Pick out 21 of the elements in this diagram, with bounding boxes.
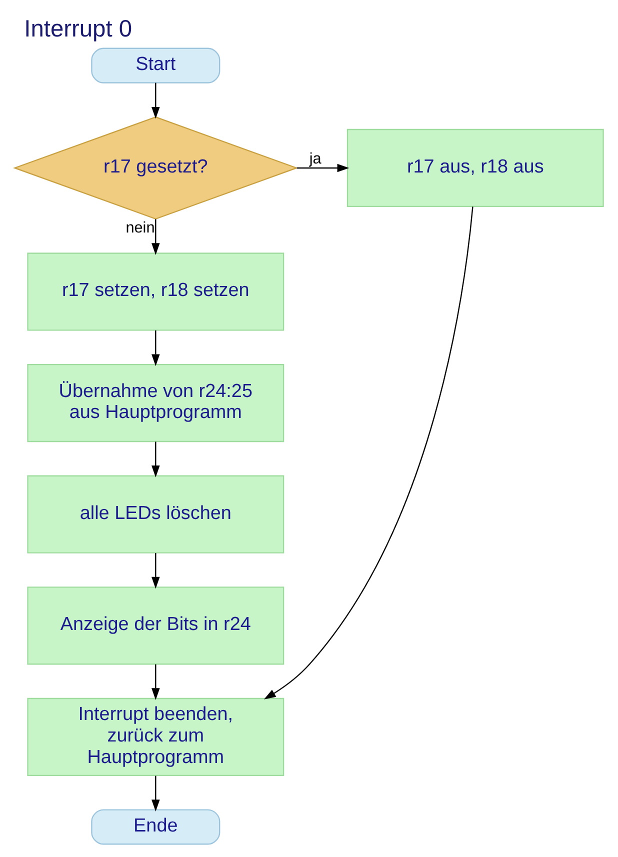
node-diamond: r17 gesetzt?: [13, 116, 298, 220]
diagram-title: Interrupt 0: [24, 16, 132, 43]
node-box: Start: [91, 48, 220, 84]
node-box: Ende: [91, 809, 220, 845]
node-box: alle LEDs löschen: [27, 475, 284, 554]
node-box: Übernahme von r24:25 aus Hauptprogramm: [27, 364, 284, 442]
node-box: Anzeige der Bits in r24: [27, 586, 284, 665]
arrow: [152, 82, 160, 119]
node-box: r17 setzen, r18 setzen: [27, 252, 284, 331]
node-box: Interrupt beenden, zurück zum Hauptprogramm: [27, 698, 284, 776]
arrow: [264, 206, 474, 700]
arrow: [152, 776, 160, 812]
arrow: [152, 330, 160, 366]
arrow: [152, 219, 160, 255]
node-box: r17 aus, r18 aus: [346, 128, 604, 208]
arrow: [296, 164, 350, 172]
arrow: [152, 664, 160, 700]
edge-label: nein: [126, 219, 155, 236]
arrow: [152, 553, 160, 589]
arrow: [152, 442, 160, 478]
edge-label: ja: [309, 150, 322, 168]
